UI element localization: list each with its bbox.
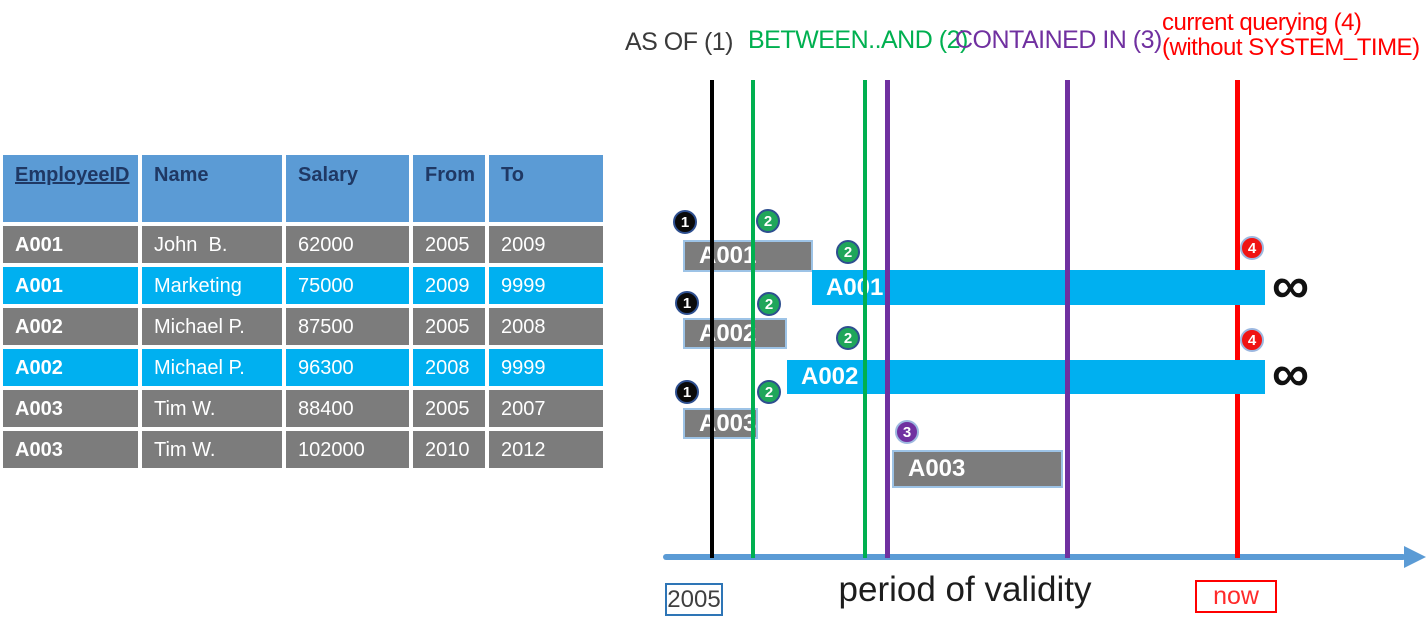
table-cell: 2012 [489,431,603,468]
table-cell: 2008 [489,308,603,345]
step-badge-2: 2 [757,380,781,404]
validity-bar-a002: A002 [683,318,787,349]
table-cell: 9999 [489,349,603,386]
table-cell: A002 [3,349,138,386]
validity-bar-a001: A001 [683,240,813,272]
table-cell: Michael P. [142,349,282,386]
validity-bar-a001: A001 [812,270,1265,305]
table-cell: 102000 [286,431,409,468]
legend-between-and: BETWEEN..AND (2) [748,26,968,54]
table-cell: 2008 [413,349,485,386]
table-header-salary: Salary [286,155,409,222]
table-cell: 62000 [286,226,409,263]
table-cell: Tim W. [142,390,282,427]
query-line-now [1234,80,1240,558]
step-badge-4: 4 [1240,236,1264,260]
table-cell: 87500 [286,308,409,345]
time-axis-arrowhead-icon [1404,546,1426,568]
query-line-contained-start [884,80,890,558]
table-cell: 75000 [286,267,409,304]
step-badge-2: 2 [836,326,860,350]
step-badge-2: 2 [836,240,860,264]
query-line-between-end [863,80,867,558]
table-cell: 2005 [413,308,485,345]
legend-contained-in: CONTAINED IN (3) [955,26,1162,54]
table-cell: 2007 [489,390,603,427]
step-badge-3: 3 [895,420,919,444]
table-cell: 96300 [286,349,409,386]
infinity-icon: ∞ [1272,257,1310,315]
table-cell: 2005 [413,226,485,263]
table-cell: 2009 [413,267,485,304]
table-header-name: Name [142,155,282,222]
table-cell: 88400 [286,390,409,427]
step-badge-1: 1 [675,380,699,404]
table-cell: 9999 [489,267,603,304]
table-cell: John B. [142,226,282,263]
table-cell: A003 [3,390,138,427]
table-cell: A003 [3,431,138,468]
step-badge-2: 2 [756,209,780,233]
legend-current-querying-line2: (without SYSTEM_TIME) [1162,34,1420,61]
legend-as-of: AS OF (1) [625,28,734,56]
query-line-between-start [751,80,755,558]
table-cell: A001 [3,267,138,304]
step-badge-2: 2 [757,292,781,316]
validity-bar-a003: A003 [892,450,1063,488]
step-badge-1: 1 [675,291,699,315]
table-cell: Michael P. [142,308,282,345]
table-cell: Tim W. [142,431,282,468]
axis-start-label: 2005 [665,583,723,616]
infinity-icon: ∞ [1272,345,1310,403]
table-cell: A001 [3,226,138,263]
axis-title: period of validity [838,570,1092,609]
step-badge-1: 1 [673,210,697,234]
table-header-to: To [489,155,603,222]
table-cell: Marketing [142,267,282,304]
query-line-contained-end [1064,80,1070,558]
validity-bar-a002: A002 [787,360,1265,394]
step-badge-4: 4 [1240,328,1264,352]
table-header-from: From [413,155,485,222]
validity-bar-a003: A003 [683,408,758,439]
time-axis-line [663,554,1406,560]
legend-current-querying: current querying (4) (without SYSTEM_TIM… [1162,10,1420,60]
table-cell: 2009 [489,226,603,263]
table-header-employeeid: EmployeeID [3,155,138,222]
table-cell: 2010 [413,431,485,468]
axis-now-label: now [1195,580,1277,613]
table-cell: A002 [3,308,138,345]
legend-current-querying-line1: current querying (4) [1162,9,1362,36]
table-cell: 2005 [413,390,485,427]
query-line-as-of [710,80,714,558]
